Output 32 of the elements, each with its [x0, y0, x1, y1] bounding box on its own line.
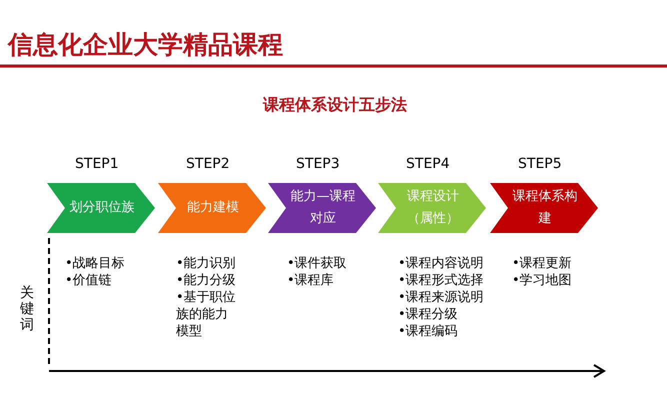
step-name: 课程体系构建 — [512, 188, 578, 228]
bullet-item: •学习地图 — [512, 272, 573, 289]
bullet-item: •基于职位族的能力模型 — [176, 289, 237, 340]
process-step — [268, 183, 376, 233]
step-name: 划分职位族 — [68, 199, 136, 217]
bullet-item: •课程库 — [287, 272, 335, 289]
slide-title: 信息化企业大学精品课程 — [8, 29, 283, 61]
step-name: 能力—课程对应 — [290, 188, 356, 228]
bullet-item: •课程内容说明 — [398, 255, 485, 272]
step-label: STEP2 — [186, 156, 230, 172]
step-label: STEP4 — [406, 156, 450, 172]
bullet-item: •价值链 — [65, 272, 113, 289]
step-label: STEP1 — [75, 156, 119, 172]
step-name: 课程设计（属性） — [406, 188, 460, 228]
bullet-item: •战略目标 — [65, 255, 126, 272]
bullet-item: •课程来源说明 — [398, 289, 485, 306]
process-step — [47, 183, 155, 233]
process-step — [490, 183, 598, 233]
process-step — [158, 183, 266, 233]
bullet-item: •课件获取 — [287, 255, 348, 272]
subtitle: 课程体系设计五步法 — [262, 95, 408, 116]
step-label: STEP5 — [518, 156, 562, 172]
step-name: 能力建模 — [186, 199, 240, 217]
bullet-item: •课程分级 — [398, 306, 459, 323]
process-step — [378, 183, 486, 233]
bullet-item: •能力分级 — [176, 272, 237, 289]
bullet-item: •课程编码 — [398, 323, 459, 340]
axis-label: 关键词 — [20, 285, 35, 333]
bullet-item: •课程形式选择 — [398, 272, 485, 289]
bullet-item: •课程更新 — [512, 255, 573, 272]
bullet-item: •能力识别 — [176, 255, 237, 272]
step-label: STEP3 — [296, 156, 340, 172]
